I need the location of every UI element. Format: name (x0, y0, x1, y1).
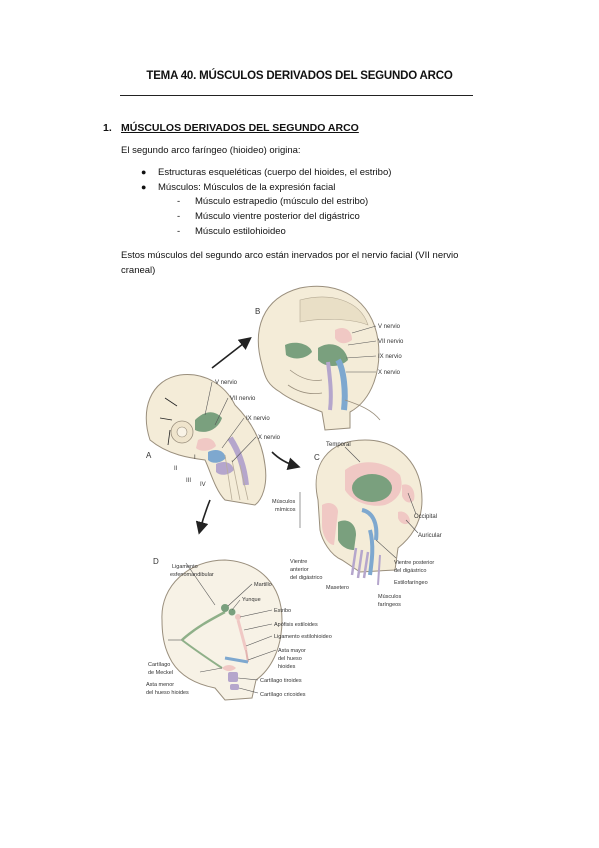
d-label-cricoides: Cartílago cricoides (260, 692, 306, 698)
closing-line-2: craneal) (121, 265, 156, 276)
panel-d-label: D (153, 557, 159, 566)
page-title: TEMA 40. MÚSCULOS DERIVADOS DEL SEGUNDO … (146, 70, 453, 82)
dash: - (177, 196, 181, 207)
c-label-vp1: Vientre posterior (394, 560, 434, 566)
intro-text: El segundo arco faríngeo (hioideo) origi… (121, 145, 301, 156)
bullet-1: Estructuras esqueléticas (cuerpo del hio… (158, 167, 392, 178)
bullet-2: Músculos: Músculos de la expresión facia… (158, 182, 336, 193)
a-roman-4: IV (200, 482, 206, 488)
arrow-a-to-b (211, 337, 252, 369)
panel-c: C Temporal Músculos mímicos Occipital Au… (272, 439, 442, 608)
panel-b: B V nervio VII nervio IX nervio X nervio (255, 285, 404, 431)
d-label-tiroides: Cartílago tiroides (260, 678, 302, 684)
d-label-apofisis: Apófisis estiloides (274, 622, 318, 628)
d-label-martillo: Martillo (254, 582, 272, 588)
a-roman-1: I (194, 455, 196, 461)
c-label-occipital: Occipital (414, 514, 437, 520)
d-label-yunque: Yunque (242, 597, 261, 603)
a-label-x: X nervio (258, 435, 281, 441)
dash: - (177, 211, 181, 222)
arrow-a-to-c (271, 451, 301, 470)
panel-b-label: B (255, 307, 260, 316)
a-label-v: V nervio (215, 380, 238, 386)
c-label-mf2: faríngeos (378, 602, 401, 608)
section-heading-text: MÚSCULOS DERIVADOS DEL SEGUNDO ARCO (121, 122, 359, 134)
d-label-an2: del hueso hioides (146, 690, 189, 696)
subitem-2: Músculo vientre posterior del digástrico (195, 211, 360, 222)
c-label-auricular: Auricular (418, 533, 442, 539)
b-label-vii: VII nervio (378, 339, 404, 345)
a-roman-3: III (186, 478, 191, 484)
bullet-dot: ● (141, 182, 147, 192)
d-label-am3: hioides (278, 664, 296, 670)
a-label-ix: IX nervio (246, 416, 270, 422)
c-label-va1: Vientre (290, 559, 307, 565)
d-label-am1: Asta mayor (278, 648, 306, 654)
arrow-a-to-d (195, 499, 211, 535)
closing-line-1: Estos músculos del segundo arco están in… (121, 250, 459, 261)
c-label-estilofaringeo: Estilofaríngeo (394, 580, 428, 586)
panel-a: A V nervio VII nervio IX nervio X nervio… (145, 374, 281, 506)
d-label-am2: del hueso (278, 656, 302, 662)
c-label-va3: del digástrico (290, 575, 322, 581)
d-label-lig1: Ligamento (172, 564, 198, 570)
b-label-x: X nervio (378, 370, 401, 376)
subitem-1: Músculo estrapedio (músculo del estribo) (195, 196, 369, 207)
d-label-cm2: de Meckel (148, 670, 173, 676)
c-label-masetero: Masetero (326, 585, 349, 591)
c-label-vp2: del digástrico (394, 568, 426, 574)
panel-d: D Ligamento esfenomandibular Martillo Yu… (146, 557, 332, 701)
panel-a-label: A (146, 451, 152, 460)
a-roman-2: II (174, 466, 178, 472)
bullet-dot: ● (141, 167, 147, 177)
d-label-cm1: Cartílago (148, 662, 170, 668)
dash: - (177, 226, 181, 237)
b-label-ix: IX nervio (378, 354, 402, 360)
c-label-mus1: Músculos (272, 499, 295, 505)
a-label-vii: VII nervio (230, 396, 256, 402)
c-label-mus2: mímicos (275, 507, 296, 513)
d-label-lig2: esfenomandibular (170, 572, 214, 578)
d-label-estribo: Estribo (274, 608, 291, 614)
panel-c-label: C (314, 453, 320, 462)
b-label-v: V nervio (378, 324, 401, 330)
c-label-temporal: Temporal (326, 442, 351, 448)
section-heading: 1. MÚSCULOS DERIVADOS DEL SEGUNDO ARCO (103, 122, 359, 134)
section-number: 1. (103, 122, 112, 134)
c-label-va2: anterior (290, 567, 309, 573)
subitem-3: Músculo estilohioideo (195, 226, 286, 237)
d-label-ligest: Ligamento estilohioideo (274, 634, 332, 640)
c-label-mf1: Músculos (378, 594, 401, 600)
title-rule (120, 95, 473, 96)
d-label-an1: Asta menor (146, 682, 174, 688)
